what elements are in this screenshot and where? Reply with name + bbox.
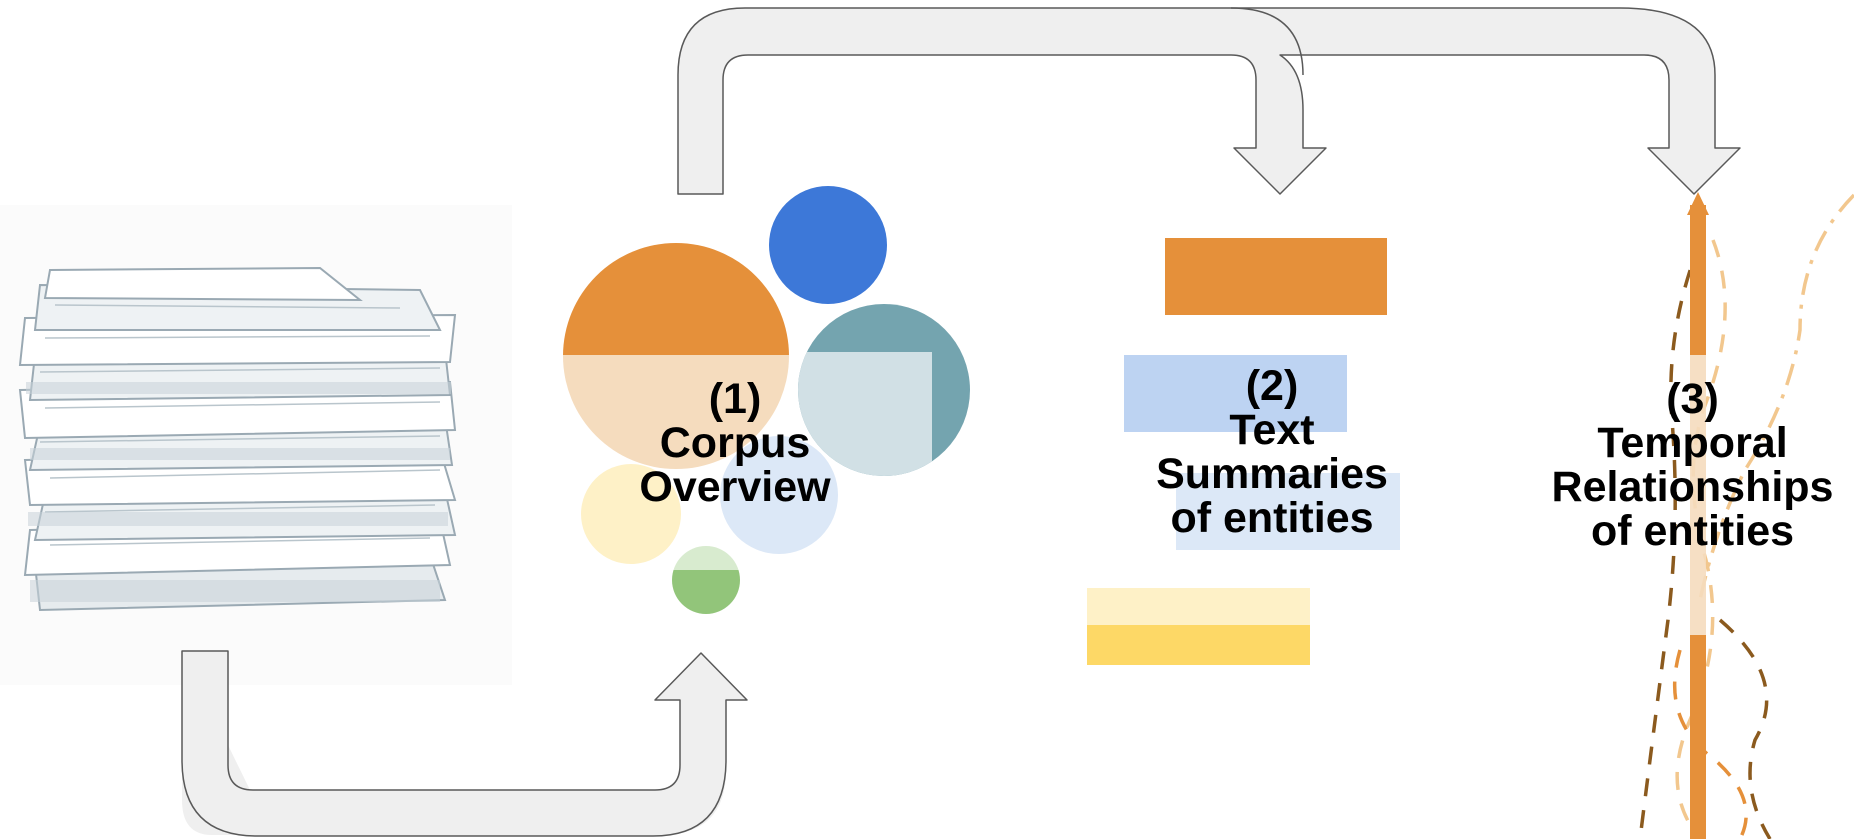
flow-arrow-to-summaries-and-temporal: [677, 7, 1741, 195]
summary-bar-blue: [1124, 355, 1347, 432]
stage-1-number: (1): [708, 375, 762, 423]
stage-3-title-line-2: Relationships: [1551, 462, 1834, 511]
summary-bar-orange: [1165, 238, 1387, 315]
summary-bar-pale-blue: [1176, 473, 1400, 550]
timeline-axis-lower: [1690, 635, 1706, 839]
stage-3-title-line-1: Temporal: [1597, 418, 1788, 467]
temporal-relationships-label: (3) Temporal Relationships of entities: [1520, 375, 1854, 555]
stage-3-title-line-3: of entities: [1590, 506, 1795, 555]
stage-2-title-line-2: Summaries: [1156, 449, 1388, 498]
stage-2-title-line-1: Text: [1229, 405, 1315, 454]
corpus-overview-label: (1) Corpus Overview: [620, 375, 850, 511]
flow-arrow-to-overview: [181, 650, 748, 837]
summary-bar-pale-yellow: [1087, 588, 1310, 625]
document-stack-image: [0, 205, 512, 685]
bubble-blue: [769, 186, 887, 304]
text-summaries-label: (2) Text Summaries of entities: [1117, 362, 1427, 542]
stage-2-number: (2): [1245, 362, 1299, 410]
stage-1-title-line-1: Corpus: [659, 418, 811, 467]
timeline-axis-upper: [1690, 205, 1706, 355]
bubble-green: [672, 546, 740, 614]
bubble-pale-yellow: [581, 464, 681, 564]
text-summary-bars: [1087, 238, 1400, 665]
stage-3-number: (3): [1666, 375, 1719, 423]
stage-2-title-line-3: of entities: [1170, 493, 1374, 542]
temporal-lines-illustration: [1638, 192, 1854, 839]
timeline-axis-middle: [1690, 355, 1706, 635]
stage-1-title-line-2: Overview: [639, 462, 831, 511]
bubble-pale-blue: [720, 436, 838, 554]
summary-bar-yellow: [1087, 625, 1310, 665]
